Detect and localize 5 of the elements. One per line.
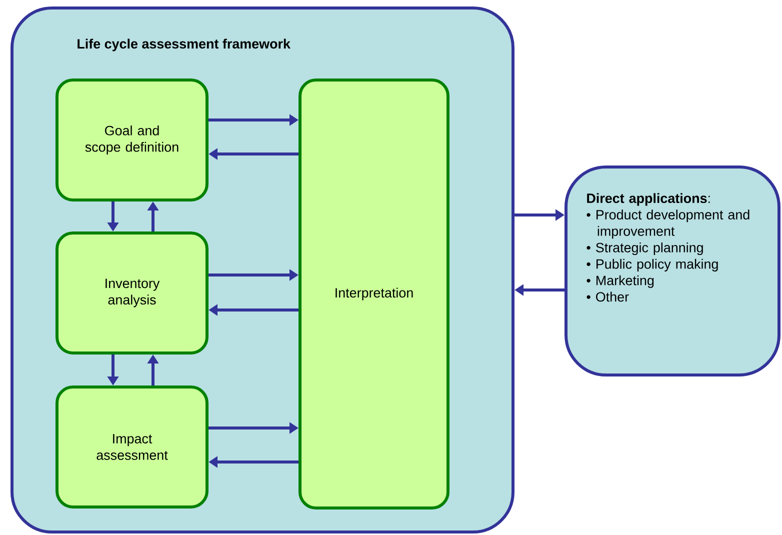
applications-box: Direct applications: • Product development and improvement • Strategic planning • Public policy making • Marketing • Other (564, 165, 780, 376)
stage-box: Inventory analysis (56, 231, 208, 354)
stage-box: Impact assessment (56, 385, 208, 508)
stage-box: Interpretation (298, 78, 450, 510)
stage-box: Goal and scope definition (56, 78, 208, 202)
